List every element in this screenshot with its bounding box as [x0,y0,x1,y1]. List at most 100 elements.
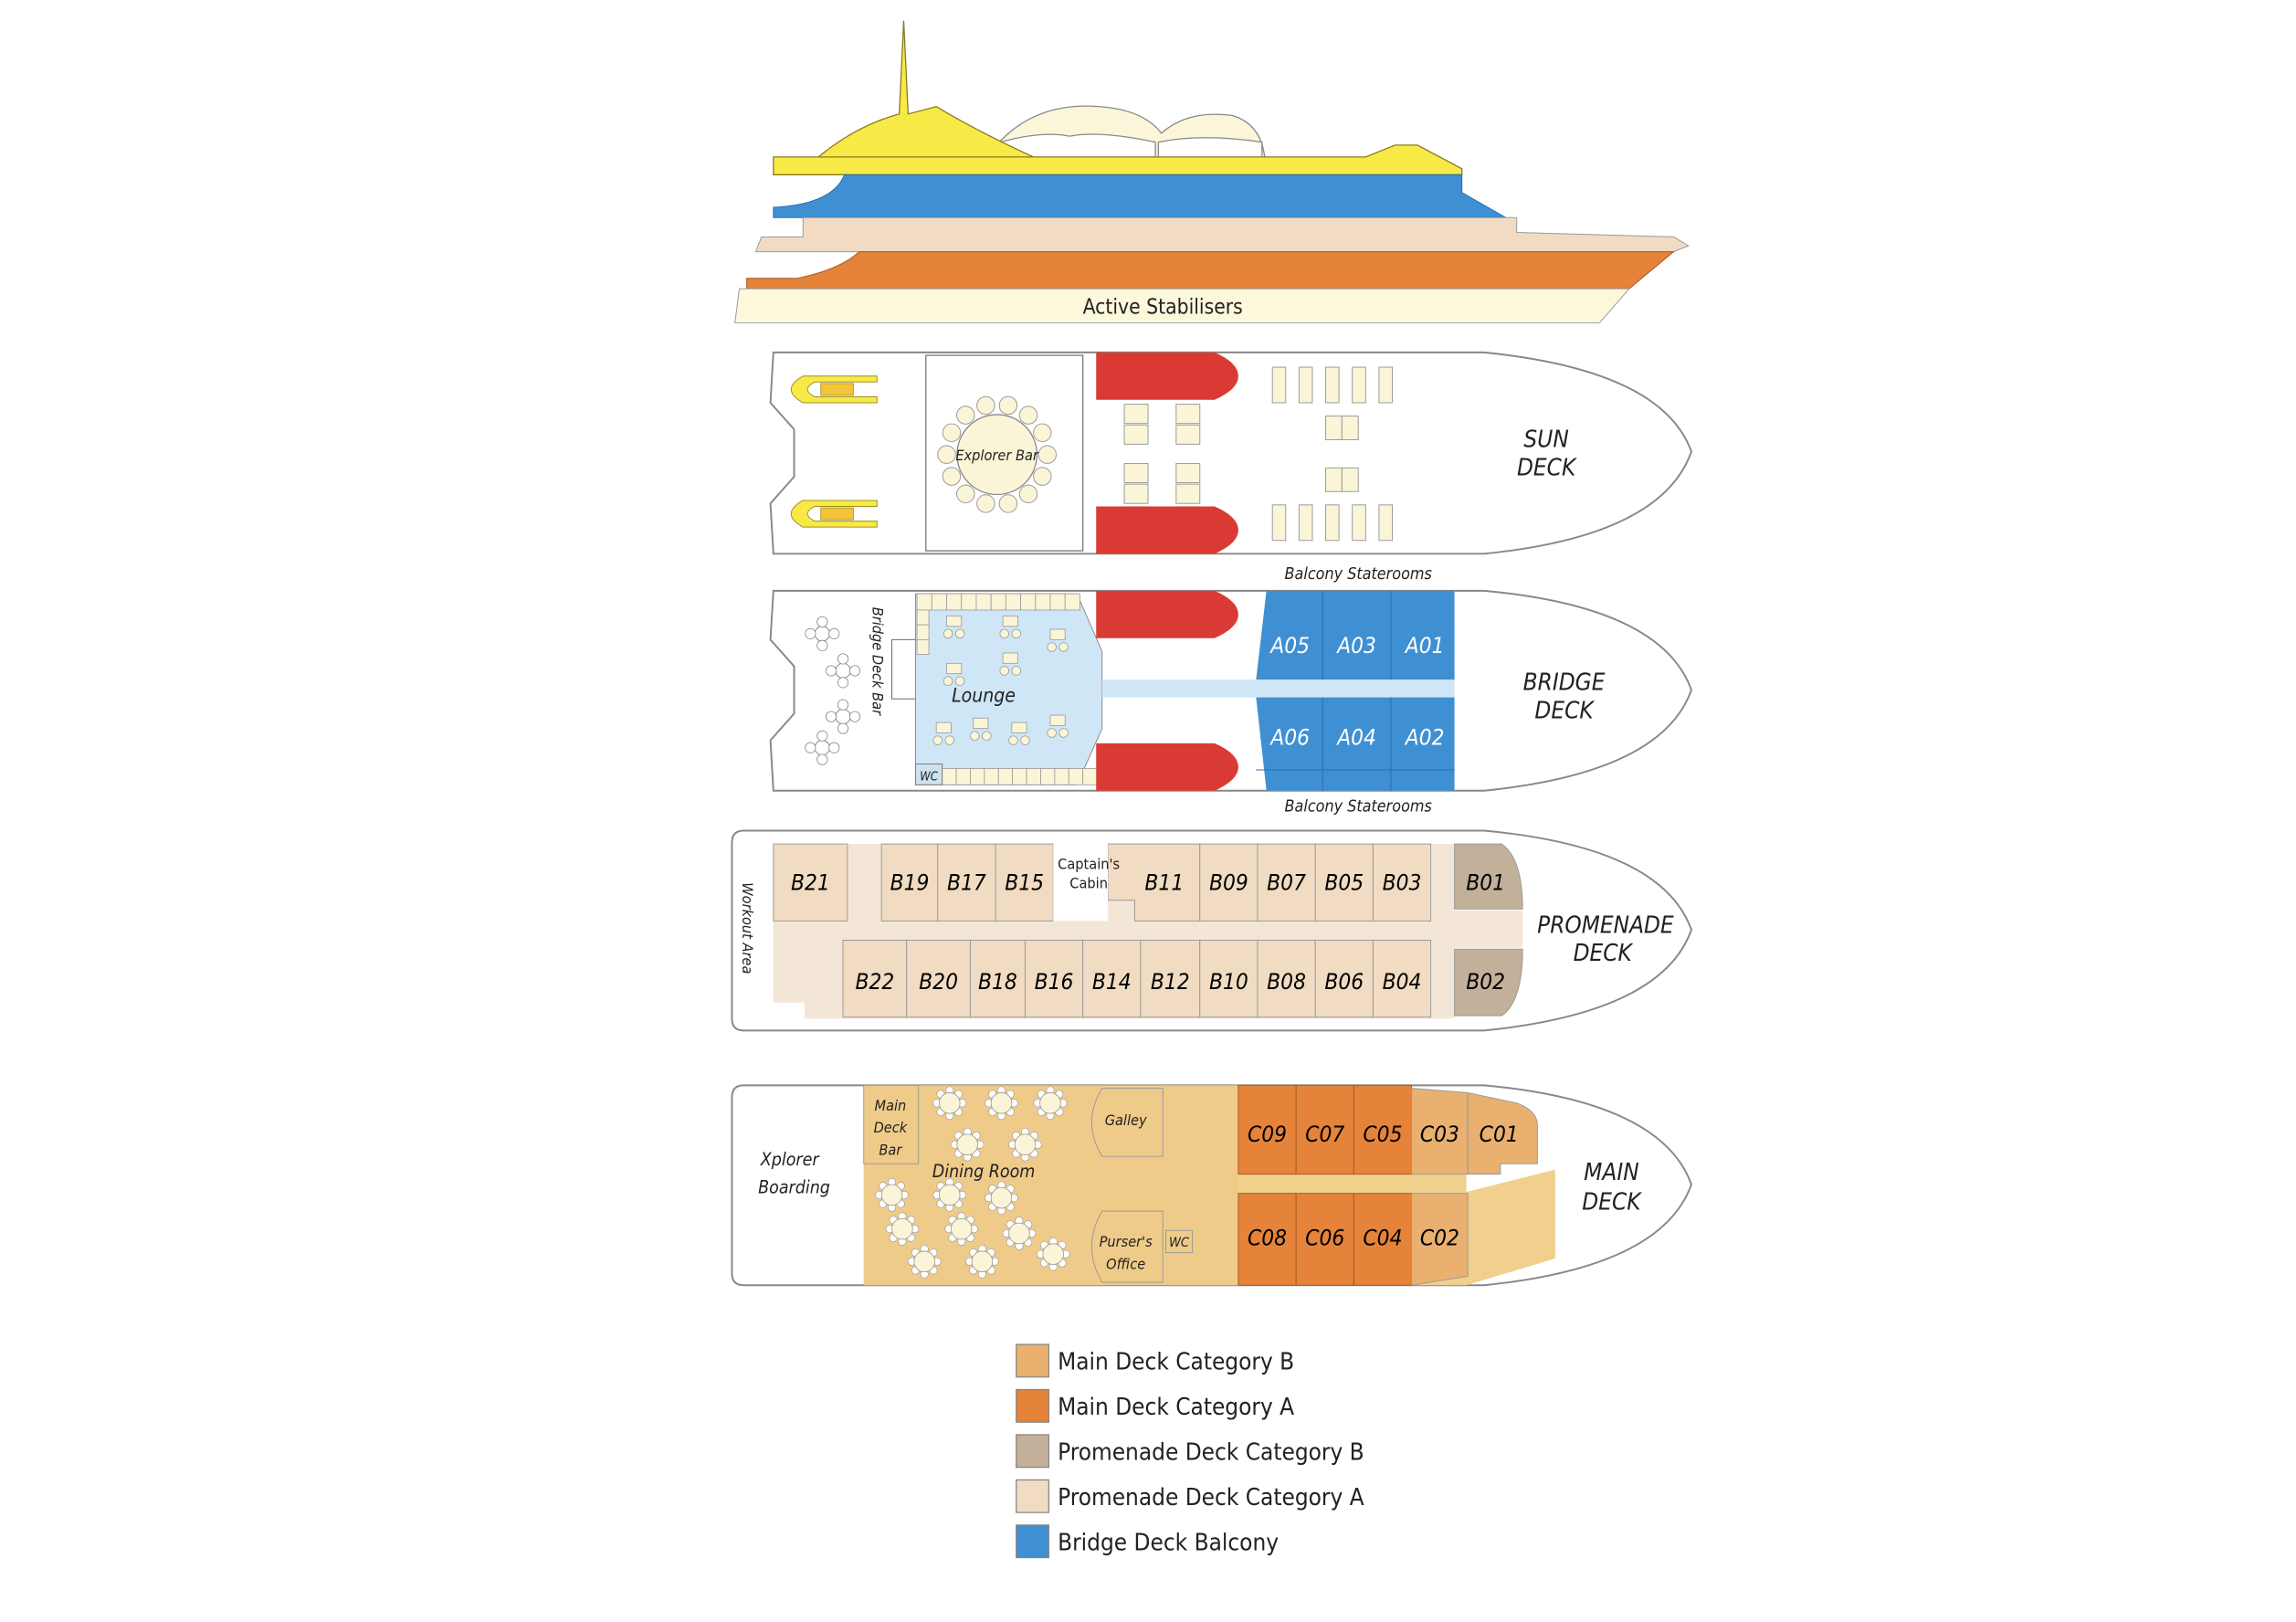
cabin-label: B09 [1209,869,1248,895]
dining-table-icon [913,1250,935,1273]
bridge-deck: Bridge Deck Bar Lounge WC A05A06A03A04A0… [769,589,1693,792]
chair-icon [937,445,956,464]
cabin [937,843,996,922]
cabin-label: B16 [1035,968,1074,995]
legend-label: Main Deck Category A [1058,1394,1294,1421]
profile-bridge-band [773,174,1514,224]
cabin [1082,939,1142,1018]
lounge-chair-icon [946,616,963,627]
cabin [1314,939,1374,1018]
cabin [1199,939,1259,1018]
lounge-stool-icon [999,628,1010,639]
bar-stool-icon [805,742,816,753]
lounge-chair-icon [946,662,963,675]
captains-cabin-label: Captain's [1058,856,1120,873]
tender-seat [820,383,854,396]
sun-lounger-icon [1298,504,1313,542]
lounge-stool-icon [1058,728,1069,738]
chair-icon [1018,484,1038,504]
chair-icon [976,494,995,513]
main-deck: Main Deck Bar Dining Room Galley Purser'… [731,1084,1693,1287]
cabin-label: C04 [1363,1224,1402,1250]
main-wc-label: WC [1169,1235,1190,1250]
legend-swatch [1016,1434,1050,1469]
bar-stool-icon [816,753,828,765]
window-seat-icon [970,768,985,785]
lounge-stool-icon [943,676,953,687]
cabin [1467,1091,1538,1175]
bar-stool-icon [837,699,849,711]
lifeboat-top [1096,590,1238,638]
cabin-label: C09 [1248,1121,1287,1147]
lounge-stool-icon [999,666,1010,676]
window-seat-icon [984,768,999,785]
explorer-bar-label: Explorer Bar [955,447,1039,464]
corridor [1101,679,1455,698]
sun-lounger-icon [1271,366,1287,404]
bar-stool-icon [837,677,849,689]
table-icon [1175,462,1201,484]
cabin-label: B21 [791,869,830,895]
lounge-stool-icon [1047,728,1057,738]
lounge-stool-icon [1011,666,1021,676]
cabin [1238,1193,1297,1286]
sun-lounger-icon [1378,504,1393,542]
wc-label: WC [920,770,939,784]
main-deck-name-2: DECK [1582,1189,1642,1216]
bar-stool-icon [837,653,849,665]
window-seat-icon [931,593,947,611]
legend-swatch [1016,1479,1050,1513]
legend-label: Bridge Deck Balcony [1058,1529,1279,1556]
lounge-chair-icon [1002,652,1018,664]
dining-table-icon [990,1186,1013,1209]
purser-label-2: Office [1106,1255,1145,1272]
main-deck-name: MAIN [1584,1159,1638,1186]
legend-swatch [1016,1524,1050,1559]
chair-icon [976,395,995,416]
chair-icon [942,423,962,443]
lifeboat-bottom [1096,506,1238,554]
cabin [1024,939,1084,1018]
window-seat-icon [916,593,932,611]
bar-stool-icon [837,722,849,734]
lounge-stool-icon [944,735,955,745]
sun-lounger-icon [1352,504,1366,542]
cabin [1314,843,1374,922]
cabin-label: C07 [1305,1121,1344,1147]
sun-deck-name: SUN [1523,427,1568,454]
chair-icon [942,467,962,486]
dining-room-label: Dining Room [932,1161,1036,1182]
sun-lounger-icon [1352,366,1366,404]
bar-stool-icon [848,711,861,722]
cabin [1295,1193,1354,1286]
cabin [1199,843,1259,922]
cabin-label: C02 [1420,1224,1459,1250]
lifeboat-bottom [1096,743,1238,791]
profile-promenade-band [754,216,1690,253]
table-icon [1325,416,1343,440]
main-bar-label: Main [875,1097,907,1114]
bridge-deck-name-2: DECK [1534,697,1595,724]
lounge-stool-icon [982,731,992,742]
promenade-deck-name-2: DECK [1574,940,1634,967]
window-seat-icon [1068,768,1084,785]
lounge-window-seats [916,593,1098,785]
chair-icon [1018,406,1038,425]
tender-icon [790,375,878,404]
boarding-label-2: Boarding [758,1177,830,1198]
cabin-label: A02 [1404,723,1445,750]
cabin-label: B22 [855,968,894,995]
sun-lounger-icon [1325,366,1340,404]
cabin-label: B20 [919,968,958,995]
cabin [1257,843,1316,922]
workout-area-label: Workout Area [739,882,756,974]
captains-cabin-label-2: Cabin [1069,875,1108,892]
dining-table-icon [1014,1133,1037,1155]
lounge-chair-icon [935,721,952,733]
cabin [1257,939,1316,1018]
cabin [842,939,908,1018]
bar-stool-icon [816,616,828,627]
cabin [1411,1193,1469,1286]
window-seat-icon [961,593,977,611]
